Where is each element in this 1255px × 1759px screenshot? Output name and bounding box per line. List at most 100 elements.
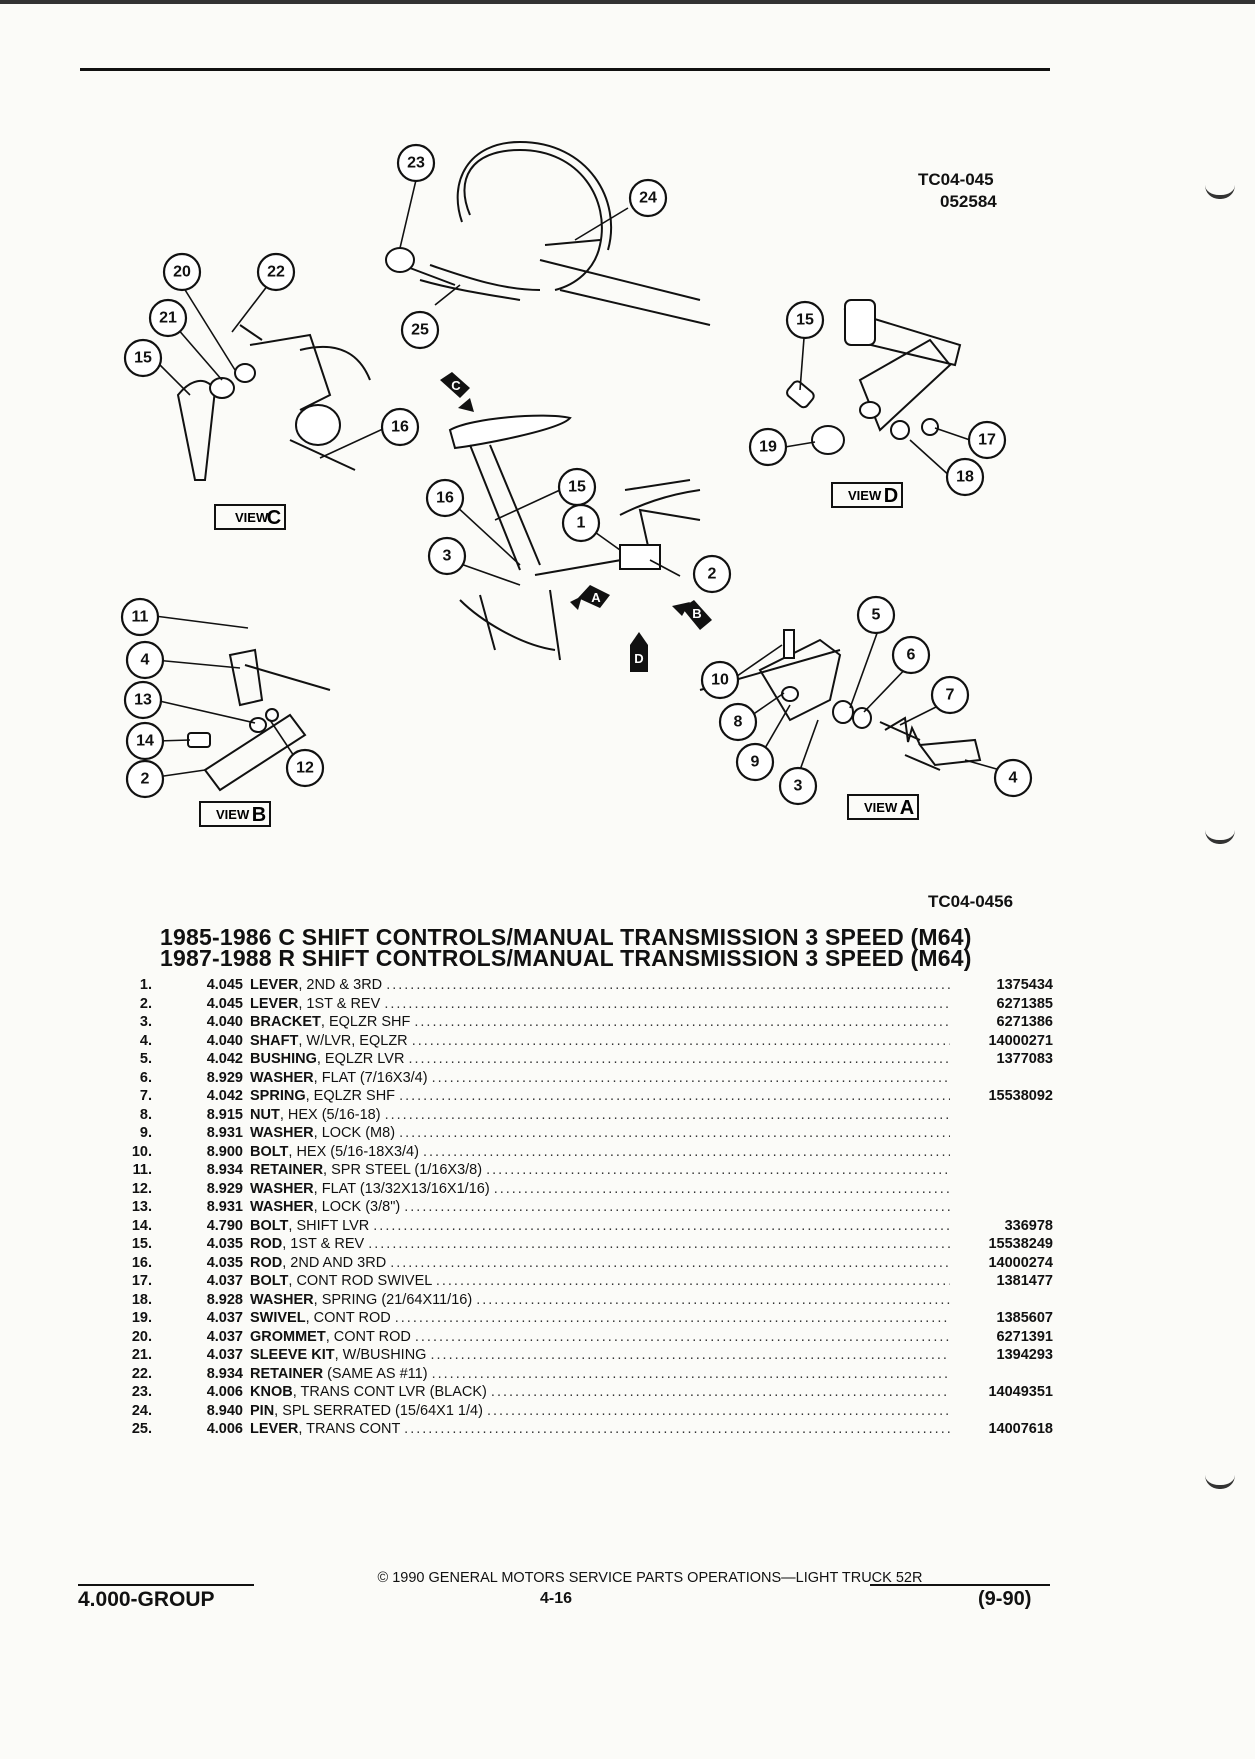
- group-number: 4.040: [206, 1032, 243, 1049]
- svg-text:17: 17: [978, 432, 996, 449]
- part-name: SWIVEL: [250, 1310, 306, 1326]
- part-name: NUT: [250, 1106, 280, 1123]
- svg-text:4: 4: [141, 652, 150, 669]
- leader-dots: ........................................…: [384, 995, 950, 1012]
- part-detail: , CONT ROD SWIVEL: [288, 1273, 432, 1289]
- svg-text:9: 9: [751, 754, 760, 771]
- ref-code: 052584: [940, 192, 997, 211]
- part-number: 6271386: [996, 1014, 1053, 1030]
- part-detail: , EQLZR SHF: [320, 1014, 411, 1030]
- svg-text:3: 3: [794, 778, 803, 795]
- callout-10: 10: [700, 660, 740, 700]
- part-description: RETAINER (SAME AS #11) .................…: [250, 1365, 950, 1384]
- part-description: NUT, HEX (5/16-18) .....................…: [250, 1106, 950, 1125]
- callout-17: 17: [967, 420, 1007, 460]
- svg-text:11: 11: [132, 609, 149, 626]
- part-detail: , LOCK (M8): [313, 1125, 396, 1141]
- callout-12: 12: [285, 748, 325, 788]
- view-label-text: VIEW: [864, 800, 898, 815]
- part-detail: , FLAT (13/32X13/16X1/16): [313, 1180, 490, 1197]
- callout-2: 2: [692, 554, 732, 594]
- part-description: BOLT, SHIFT LVR ........................…: [250, 1217, 950, 1236]
- part-number: 1394293: [996, 1347, 1053, 1363]
- group-number: 4.035: [206, 1236, 243, 1252]
- callout-8: 8: [718, 702, 758, 742]
- item-number: 5.: [139, 1051, 152, 1067]
- part-name: SHAFT: [250, 1032, 299, 1049]
- part-description: WASHER, LOCK (M8) ......................…: [250, 1124, 950, 1143]
- svg-text:5: 5: [872, 607, 881, 624]
- callout-22: 22: [256, 252, 296, 292]
- callout-11: 11: [120, 597, 160, 637]
- svg-text:18: 18: [956, 469, 974, 486]
- part-name: ROD: [250, 1236, 283, 1252]
- part-name: WASHER: [250, 1199, 314, 1215]
- leader-dots: ........................................…: [404, 1421, 950, 1437]
- part-number: 6271391: [996, 1328, 1053, 1345]
- exploded-parts-diagram: VIEW C VIEW D VIEW B VIEW A A B C D: [120, 140, 1033, 827]
- view-label-letter: D: [884, 485, 898, 507]
- group-number: 4.045: [206, 977, 243, 993]
- footer-copyright: © 1990 GENERAL MOTORS SERVICE PARTS OPER…: [377, 1570, 923, 1586]
- svg-text:7: 7: [946, 687, 955, 704]
- part-name: WASHER: [250, 1291, 314, 1308]
- callout-25: 25: [400, 310, 440, 350]
- callout-15: 15: [785, 300, 825, 340]
- callout-18: 18: [945, 457, 985, 497]
- leader-dots: ........................................…: [404, 1199, 950, 1215]
- callout-3: 3: [778, 766, 818, 806]
- callout-14: 14: [125, 721, 165, 761]
- item-number: 20.: [131, 1328, 152, 1345]
- binder-mark: [1205, 830, 1235, 844]
- item-number: 19.: [131, 1310, 152, 1326]
- svg-text:16: 16: [436, 490, 454, 507]
- diagram-ref-code: TC04-0456: [928, 892, 1014, 911]
- callout-15: 15: [123, 338, 163, 378]
- group-number: 8.929: [206, 1180, 243, 1197]
- part-description: SLEEVE KIT, W/BUSHING ..................…: [250, 1346, 950, 1365]
- item-number: 15.: [131, 1236, 152, 1252]
- leader-dots: ........................................…: [431, 1069, 950, 1086]
- svg-text:12: 12: [296, 760, 314, 777]
- group-number: 4.790: [206, 1217, 243, 1234]
- callout-13: 13: [123, 680, 163, 720]
- group-number: 8.900: [206, 1143, 243, 1160]
- callout-7: 7: [930, 675, 970, 715]
- part-description: KNOB, TRANS CONT LVR (BLACK) ...........…: [250, 1383, 950, 1402]
- group-number: 4.040: [206, 1014, 243, 1030]
- item-number: 6.: [139, 1069, 152, 1086]
- part-detail: , TRANS CONT: [298, 1421, 401, 1437]
- group-number: 4.042: [206, 1051, 243, 1067]
- svg-text:6: 6: [907, 647, 916, 664]
- part-description: SPRING, EQLZR SHF ......................…: [250, 1087, 950, 1106]
- footer-rule-left: [78, 1584, 254, 1586]
- direction-arrow-c: C: [440, 372, 474, 412]
- part-description: SHAFT, W/LVR, EQLZR ....................…: [250, 1032, 950, 1051]
- part-name: LEVER: [250, 1421, 299, 1437]
- view-label-box: [214, 504, 286, 530]
- part-number: 14049351: [988, 1384, 1053, 1400]
- part-description: BRACKET, EQLZR SHF .....................…: [250, 1013, 950, 1032]
- part-description: LEVER, 1ST & REV .......................…: [250, 995, 950, 1014]
- part-name: BUSHING: [250, 1051, 317, 1067]
- callout-21: 21: [148, 298, 188, 338]
- part-number: 1381477: [996, 1273, 1053, 1289]
- part-detail: , EQLZR LVR: [316, 1051, 405, 1067]
- part-number: 14000274: [988, 1254, 1053, 1271]
- item-number: 25.: [131, 1421, 152, 1437]
- part-description: ROD, 2ND AND 3RD .......................…: [250, 1254, 950, 1273]
- item-number: 18.: [131, 1291, 152, 1308]
- leader-dots: ........................................…: [430, 1347, 950, 1363]
- group-number: 4.037: [206, 1347, 243, 1363]
- leader-dots: ........................................…: [435, 1273, 950, 1289]
- part-name: BOLT: [250, 1273, 289, 1289]
- part-number: 1375434: [996, 977, 1053, 993]
